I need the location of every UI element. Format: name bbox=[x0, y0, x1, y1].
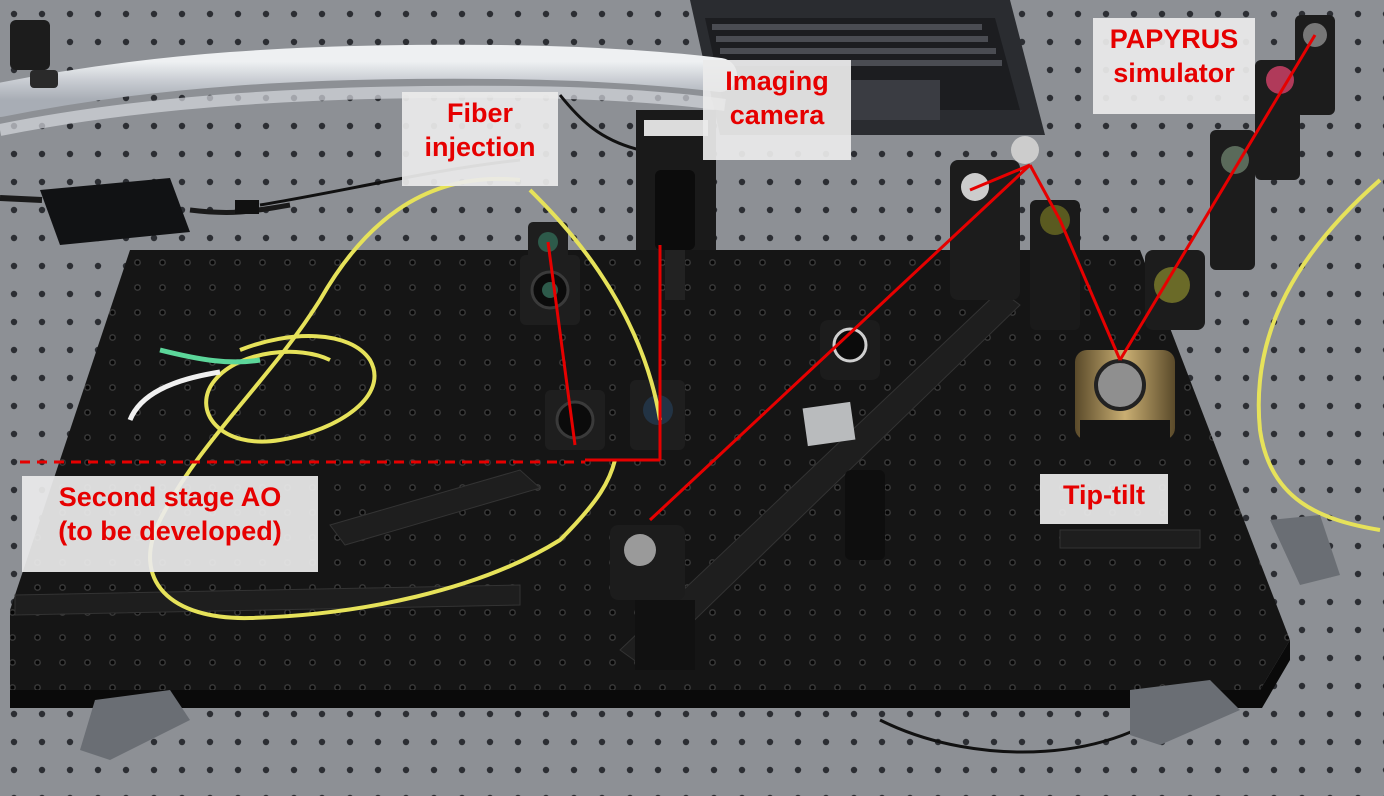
label-tip-tilt: Tip-tilt bbox=[1040, 474, 1168, 524]
label-imaging-camera-line2: camera bbox=[729, 100, 825, 130]
beam-path bbox=[546, 34, 1317, 522]
clamps bbox=[80, 515, 1340, 760]
label-imaging-camera: Imaging camera bbox=[703, 60, 851, 160]
label-tip-tilt-line1: Tip-tilt bbox=[1063, 480, 1145, 510]
label-fiber-injection-line2: injection bbox=[424, 132, 536, 162]
label-papyrus-simulator: PAPYRUS simulator bbox=[1093, 18, 1255, 114]
label-imaging-camera-line1: Imaging bbox=[725, 66, 829, 96]
label-fiber-injection-line1: Fiber bbox=[446, 98, 513, 128]
white-fiber bbox=[127, 369, 221, 422]
top-left-device bbox=[10, 20, 58, 88]
label-papyrus-simulator-line1: PAPYRUS bbox=[1109, 24, 1239, 54]
label-fiber-injection: Fiber injection bbox=[402, 92, 558, 186]
tip-tilt-mount bbox=[1075, 350, 1175, 450]
power-adapter bbox=[0, 178, 291, 245]
camera bbox=[636, 110, 716, 300]
label-second-stage-ao-line1: Second stage AO bbox=[58, 482, 282, 512]
hose bbox=[0, 44, 737, 136]
label-papyrus-simulator-line2: simulator bbox=[1113, 58, 1235, 88]
label-second-stage-ao-line2: (to be developed) bbox=[58, 516, 282, 546]
green-fiber bbox=[159, 347, 261, 365]
label-second-stage-ao: Second stage AO (to be developed) bbox=[22, 476, 318, 572]
